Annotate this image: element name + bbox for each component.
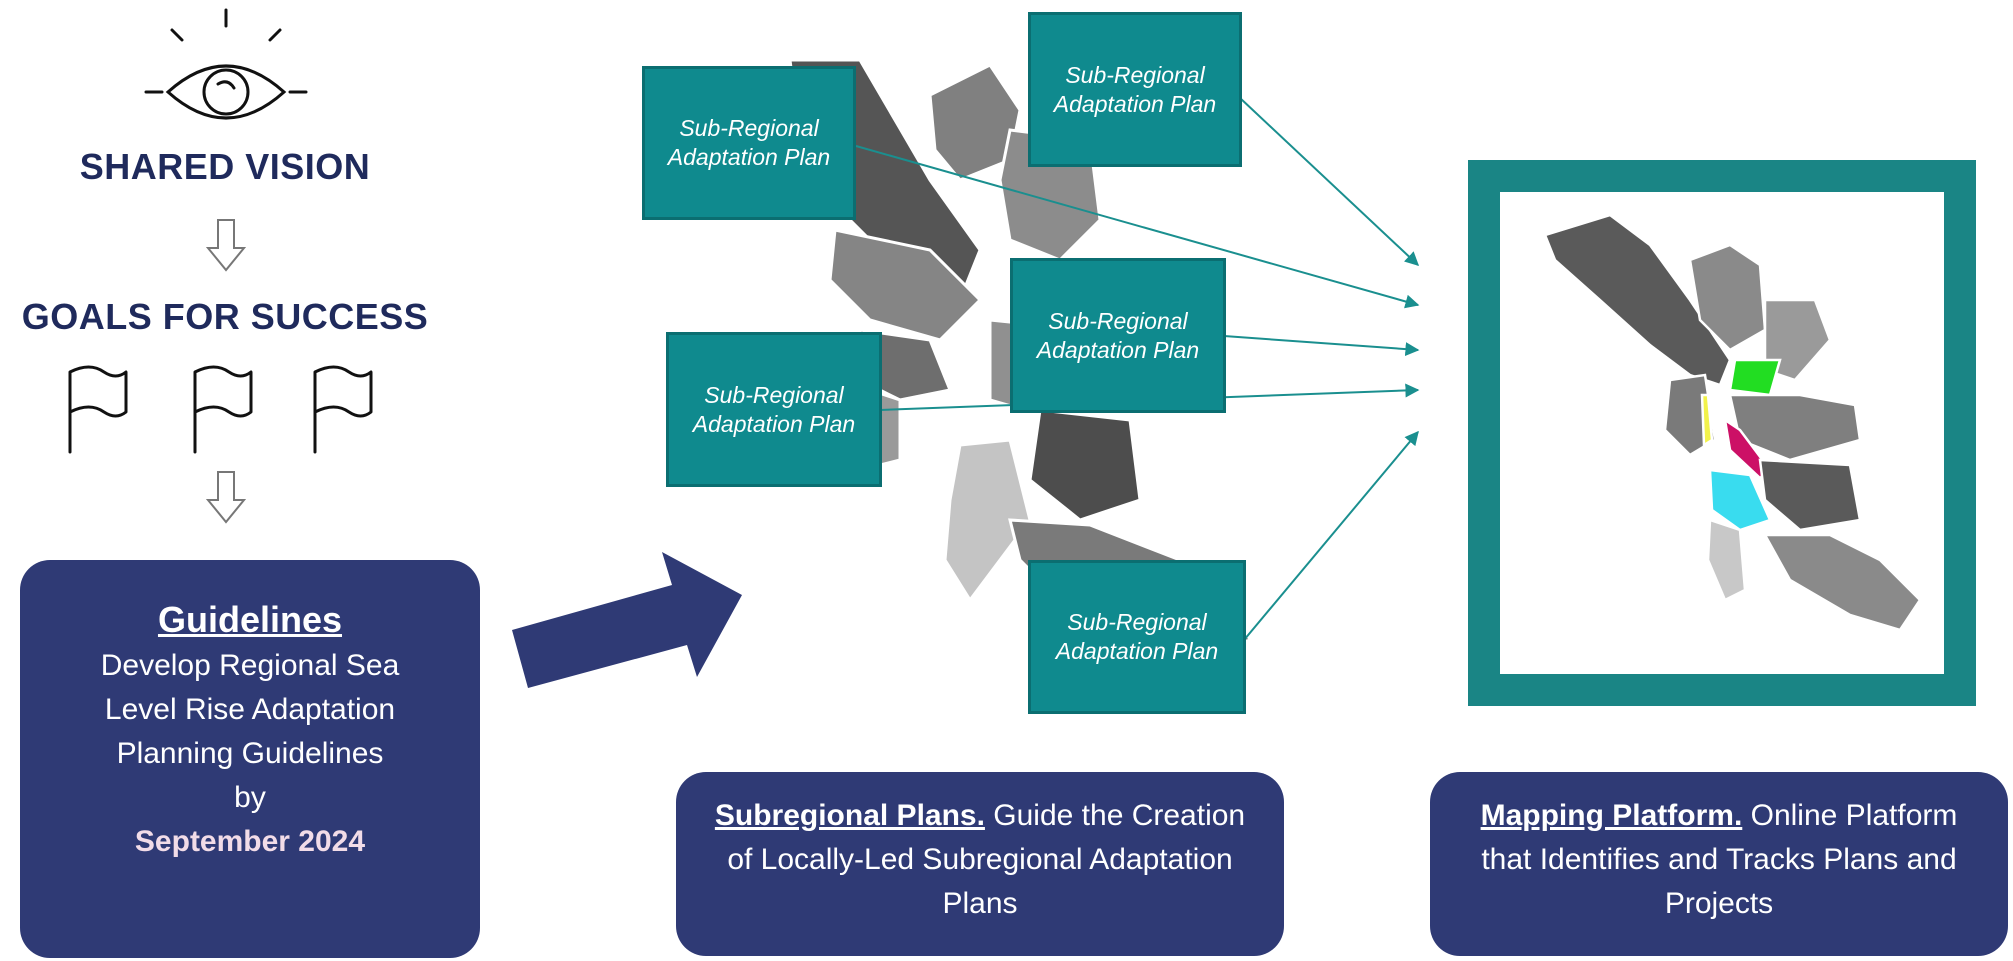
subregional-plan-box: Sub-Regional Adaptation Plan [1010, 258, 1226, 413]
subregional-plan-label: Sub-Regional Adaptation Plan [1055, 609, 1219, 664]
subregional-plan-label: Sub-Regional Adaptation Plan [667, 115, 831, 170]
subregional-plans-body: Guide the Creation of Locally-Led Subreg… [727, 799, 1246, 920]
subregional-plans-title: Subregional Plans. [714, 799, 985, 832]
mapping-platform-box: Mapping Platform. Online Platform that I… [1430, 772, 2008, 956]
mapping-platform-title: Mapping Platform. [1480, 799, 1743, 832]
subregional-plan-box: Sub-Regional Adaptation Plan [1028, 560, 1246, 714]
mapping-platform-body: Online Platform that Identifies and Trac… [1481, 799, 1958, 920]
subregional-plan-box: Sub-Regional Adaptation Plan [1028, 12, 1242, 167]
subregional-plan-label: Sub-Regional Adaptation Plan [1036, 307, 1200, 363]
guidelines-box: Guidelines Develop Regional Sea Level Ri… [20, 560, 480, 958]
guidelines-body: Develop Regional Sea Level Rise Adaptati… [100, 649, 400, 814]
goals-label: GOALS FOR SUCCESS [21, 296, 429, 337]
subregional-plans-box: Subregional Plans. Guide the Creation of… [676, 772, 1284, 956]
subregional-plan-label: Sub-Regional Adaptation Plan [692, 381, 856, 437]
mapping-platform-canvas [1500, 192, 1944, 674]
subregional-plan-label: Sub-Regional Adaptation Plan [1053, 61, 1217, 117]
shared-vision-label: SHARED VISION [79, 146, 371, 187]
subregional-plan-box: Sub-Regional Adaptation Plan [666, 332, 882, 487]
subregional-plan-box: Sub-Regional Adaptation Plan [642, 66, 856, 220]
guidelines-title: Guidelines [157, 599, 343, 640]
guidelines-date: September 2024 [134, 825, 366, 858]
mapping-platform-frame [1468, 160, 1976, 706]
